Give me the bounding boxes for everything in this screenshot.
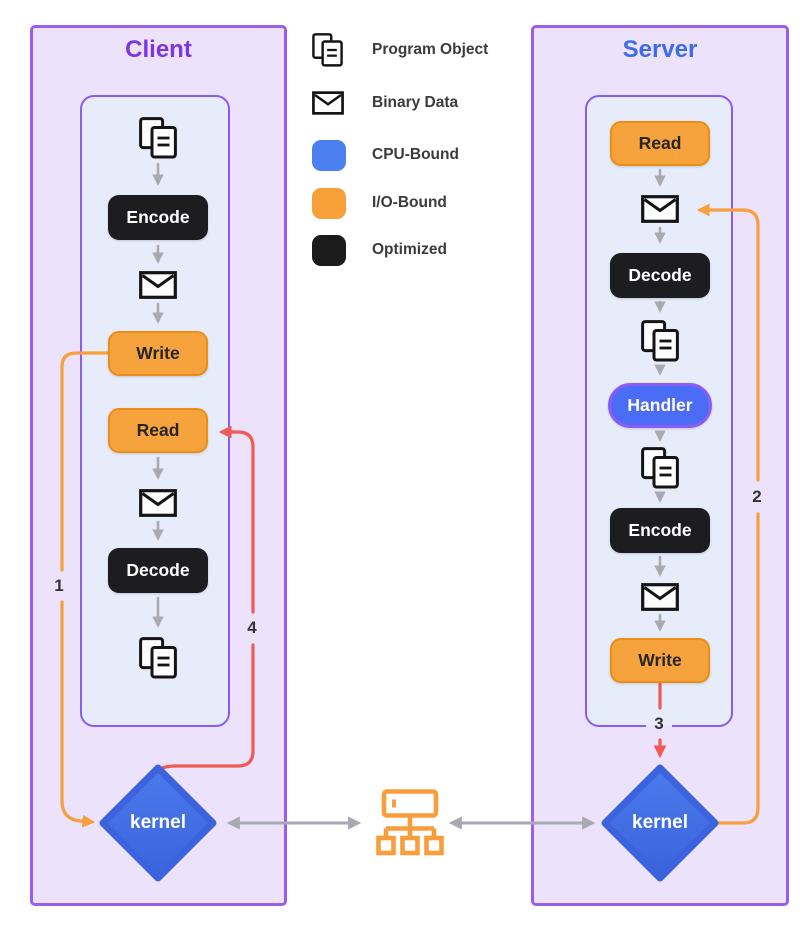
binary-data-icon bbox=[312, 91, 356, 115]
client-title: Client bbox=[125, 36, 192, 63]
program-object-icon bbox=[139, 117, 177, 159]
client-read-block: Read bbox=[108, 408, 208, 453]
flow-number-4: 4 bbox=[247, 618, 257, 637]
client-kernel-label: kernel bbox=[130, 812, 186, 833]
legend-label: I/O-Bound bbox=[372, 194, 447, 211]
client-decode-block: Decode bbox=[108, 548, 208, 593]
program-object-icon bbox=[641, 447, 679, 489]
binary-data-icon bbox=[641, 195, 679, 223]
server-write-block: Write bbox=[610, 638, 710, 683]
server-title: Server bbox=[622, 36, 698, 63]
legend-label: Program Object bbox=[372, 41, 489, 58]
legend-row-io-bound: I/O-Bound bbox=[312, 186, 447, 220]
optimized-swatch bbox=[312, 234, 356, 266]
server-handler-block: Handler bbox=[608, 383, 712, 428]
server-decode-block: Decode bbox=[610, 253, 710, 298]
binary-data-icon bbox=[139, 271, 177, 299]
cpu-bound-swatch bbox=[312, 139, 356, 171]
legend-label: Binary Data bbox=[372, 94, 459, 111]
program-object-icon bbox=[139, 637, 177, 679]
flow-number-2: 2 bbox=[752, 487, 762, 506]
flow-number-3: 3 bbox=[654, 714, 664, 733]
program-object-icon bbox=[312, 33, 356, 67]
legend-label: CPU-Bound bbox=[372, 146, 459, 163]
legend-row-cpu-bound: CPU-Bound bbox=[312, 138, 459, 172]
legend-row-optimized: Optimized bbox=[312, 233, 447, 267]
binary-data-icon bbox=[641, 583, 679, 611]
network-switch-icon bbox=[376, 789, 444, 856]
legend-row-program-object: Program Object bbox=[312, 33, 488, 67]
client-write-block: Write bbox=[108, 331, 208, 376]
server-encode-block: Encode bbox=[610, 508, 710, 553]
legend-label: Optimized bbox=[372, 241, 447, 258]
server-kernel-label: kernel bbox=[632, 812, 688, 833]
program-object-icon bbox=[641, 320, 679, 362]
io-bound-swatch bbox=[312, 187, 356, 219]
server-read-block: Read bbox=[610, 121, 710, 166]
binary-data-icon bbox=[139, 489, 177, 517]
legend-row-binary-data: Binary Data bbox=[312, 86, 458, 120]
client-encode-block: Encode bbox=[108, 195, 208, 240]
flow-number-1: 1 bbox=[54, 576, 64, 595]
